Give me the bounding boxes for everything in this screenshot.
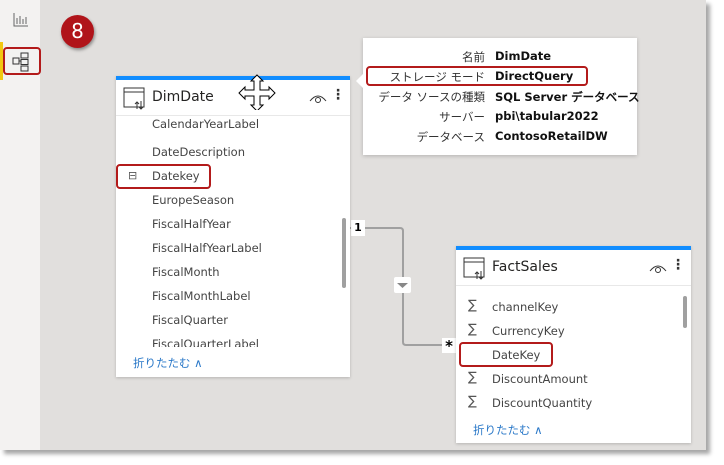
table-title: FactSales [492, 259, 558, 275]
active-indicator [0, 42, 3, 80]
field-row[interactable]: CalendarYearLabel [152, 117, 260, 131]
storage-mode-highlight [366, 66, 588, 86]
datekey-highlight [459, 342, 553, 367]
cardinality-many: * [442, 338, 456, 355]
field-row[interactable]: DiscountQuantity [492, 396, 593, 410]
field-row[interactable]: FiscalMonthLabel [152, 289, 251, 303]
table-card-factsales[interactable]: FactSales ⋮ channelKey ∑ CurrencyKey ∑ DateK… [456, 246, 691, 443]
tooltip-arrow [356, 74, 363, 88]
field-row[interactable]: EuropeSeason [152, 193, 235, 207]
tooltip-label: 名前 [462, 50, 485, 64]
more-options-icon[interactable]: ⋮ [331, 87, 345, 103]
field-row[interactable]: DiscountAmount [492, 372, 588, 386]
tooltip-label: データ ソースの種類 [378, 90, 485, 104]
tooltip-value: DimDate [495, 49, 552, 63]
table-icon [123, 87, 145, 110]
tooltip-value: pbi\tabular2022 [495, 109, 599, 123]
card-header[interactable]: DimDate ⋮ [116, 80, 350, 116]
report-view-icon[interactable] [13, 13, 29, 27]
sum-icon: ∑ [468, 370, 477, 385]
scrollbar[interactable] [683, 296, 687, 328]
step-badge: 8 [61, 15, 94, 48]
tooltip-label: データベース [416, 130, 485, 144]
field-row[interactable]: FiscalQuarterLabel [152, 337, 259, 347]
table-tooltip: 名前 DimDate ストレージ モード DirectQuery データ ソースの種類 S… [356, 38, 640, 155]
tooltip-value: SQL Server データベース [495, 90, 640, 104]
field-row[interactable]: DateKey [492, 348, 541, 362]
eye-icon[interactable] [309, 92, 327, 104]
more-options-icon[interactable]: ⋮ [671, 257, 685, 273]
model-view-icon[interactable] [12, 52, 30, 72]
table-title: DimDate [152, 89, 214, 105]
sidebar [0, 0, 41, 450]
filter-direction-icon [397, 283, 408, 288]
table-icon [463, 257, 485, 280]
cardinality-one: 1 [351, 220, 365, 236]
eye-icon[interactable] [649, 262, 667, 274]
sum-icon: ∑ [468, 322, 477, 337]
tooltip-value: ContosoRetailDW [495, 129, 608, 143]
field-row[interactable]: Datekey [152, 169, 200, 183]
scrollbar[interactable] [342, 218, 346, 288]
model-view-highlight [3, 47, 41, 75]
field-row[interactable]: FiscalMonth [152, 265, 220, 279]
collapse-link[interactable]: 折りたたむ ∧ [473, 423, 543, 437]
field-row[interactable]: CurrencyKey [492, 324, 565, 338]
tooltip-label: ストレージ モード [389, 70, 485, 84]
tooltip-value: DirectQuery [495, 69, 574, 83]
field-row[interactable]: DateDescription [152, 145, 245, 159]
collapse-link[interactable]: 折りたたむ ∧ [133, 356, 203, 370]
relationship-line[interactable] [0, 0, 706, 450]
field-row[interactable]: FiscalHalfYear [152, 217, 231, 231]
move-cursor-icon [238, 74, 276, 110]
sum-icon: ∑ [468, 394, 477, 409]
field-row[interactable]: FiscalHalfYearLabel [152, 241, 262, 255]
sum-icon: ∑ [468, 298, 477, 313]
text-field-icon: ⊟ [128, 169, 138, 182]
field-row[interactable]: channelKey [492, 300, 559, 314]
card-header[interactable]: FactSales ⋮ [456, 250, 691, 286]
tooltip-label: サーバー [439, 110, 485, 124]
field-row[interactable]: FiscalQuarter [152, 313, 228, 327]
datekey-highlight [116, 164, 211, 189]
